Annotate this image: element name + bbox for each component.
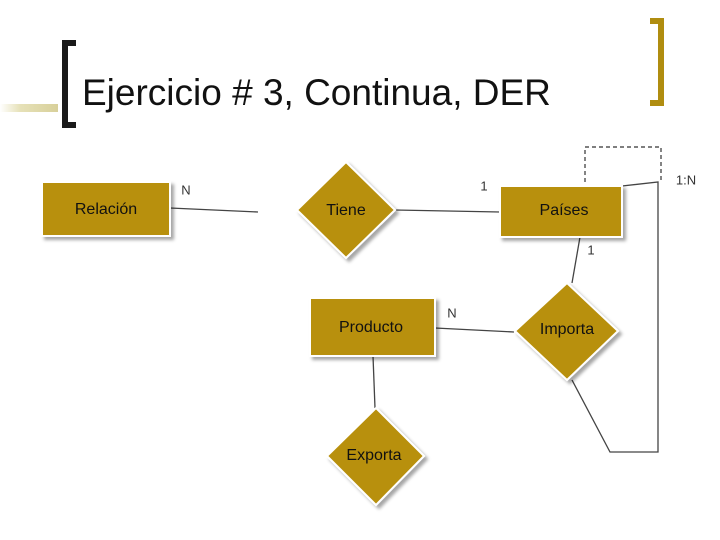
relationship-exporta-label: Exporta <box>346 447 402 464</box>
legend-relation-box <box>41 181 171 237</box>
recursive-dashed-box <box>584 146 662 182</box>
line-producto-importa <box>434 327 515 333</box>
relationship-importa <box>513 281 620 382</box>
line-legend <box>169 207 259 213</box>
relationship-importa-label: Importa <box>539 321 595 338</box>
entity-producto-label: Producto <box>338 319 404 336</box>
line-tiene-paises <box>394 209 501 213</box>
right-bracket-decoration <box>650 18 664 106</box>
entity-producto <box>309 297 436 357</box>
title-accent-bar <box>0 104 58 112</box>
cardinality-recursive: 1:N <box>675 172 697 188</box>
entity-paises-label: Países <box>539 202 589 219</box>
slide-title: Ejercicio # 3, Continua, DER <box>82 72 551 113</box>
cardinality-tiene-1: 1 <box>480 178 488 194</box>
left-bracket-decoration <box>62 40 76 128</box>
relationship-tiene <box>295 160 397 260</box>
line-paises-importa <box>571 236 581 284</box>
line-producto-exporta <box>372 355 376 409</box>
relationship-exporta <box>325 406 426 507</box>
cardinality-tiene-n: N <box>181 182 191 198</box>
legend-relation-label: Relación <box>74 201 138 218</box>
line-importa-recursive <box>571 181 659 453</box>
entity-paises <box>499 185 623 238</box>
relationship-tiene-label: Tiene <box>326 202 366 219</box>
cardinality-paises-1: 1 <box>587 242 595 258</box>
cardinality-importa-n: N <box>447 305 457 321</box>
